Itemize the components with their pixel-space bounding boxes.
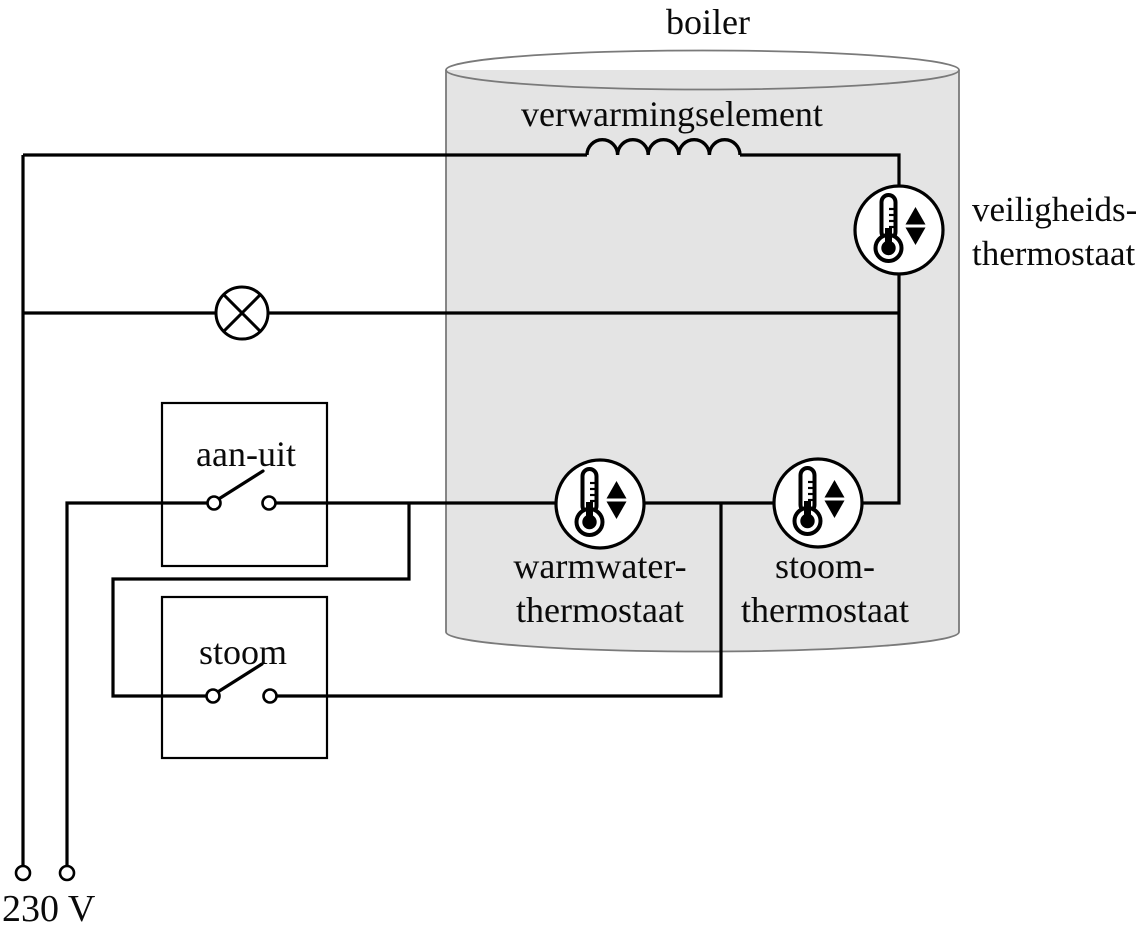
on-off-contact-right [261,495,277,511]
hot-water-thermostat-icon [554,458,646,550]
safety-thermostat-label-line2: thermostaat [972,234,1136,273]
steam-switch-label: stoom [199,632,287,672]
lamp-icon [214,285,270,341]
circuit-wires [21,138,901,866]
steam-contact-left [205,688,221,704]
tank-outline [445,70,960,653]
terminal-right [58,864,76,882]
wire-coil-to-safety [740,153,901,186]
wire-branch-to-steam-switch [111,503,411,698]
boiler-title: boiler [666,2,750,42]
wire-supply-right [65,501,208,866]
steam-contact-right [262,688,278,704]
hot-water-thermostat-label-line1: warmwater- [513,546,686,586]
on-off-switch-box [160,401,329,568]
heating-element-label: verwarmingselement [521,94,823,134]
on-off-contact-left [206,495,222,511]
steam-thermostat-label-line2: thermostaat [741,590,909,630]
heating-coil [585,138,742,156]
wire-steam-switch-out [276,503,723,698]
steam-thermostat-icon [772,457,864,549]
safety-thermostat-label-line1: veiligheids- [972,190,1137,229]
terminal-left [14,864,32,882]
on-off-switch-label: aan-uit [196,434,296,474]
power-terminals [14,864,76,882]
hot-water-thermostat-label-line2: thermostaat [516,590,684,630]
safety-thermostat-icon [853,184,945,276]
voltage-label: 230 V [2,888,96,930]
steam-thermostat-label-line1: stoom- [775,546,875,586]
steam-switch-box [160,595,329,760]
wire-safety-down [862,274,901,505]
